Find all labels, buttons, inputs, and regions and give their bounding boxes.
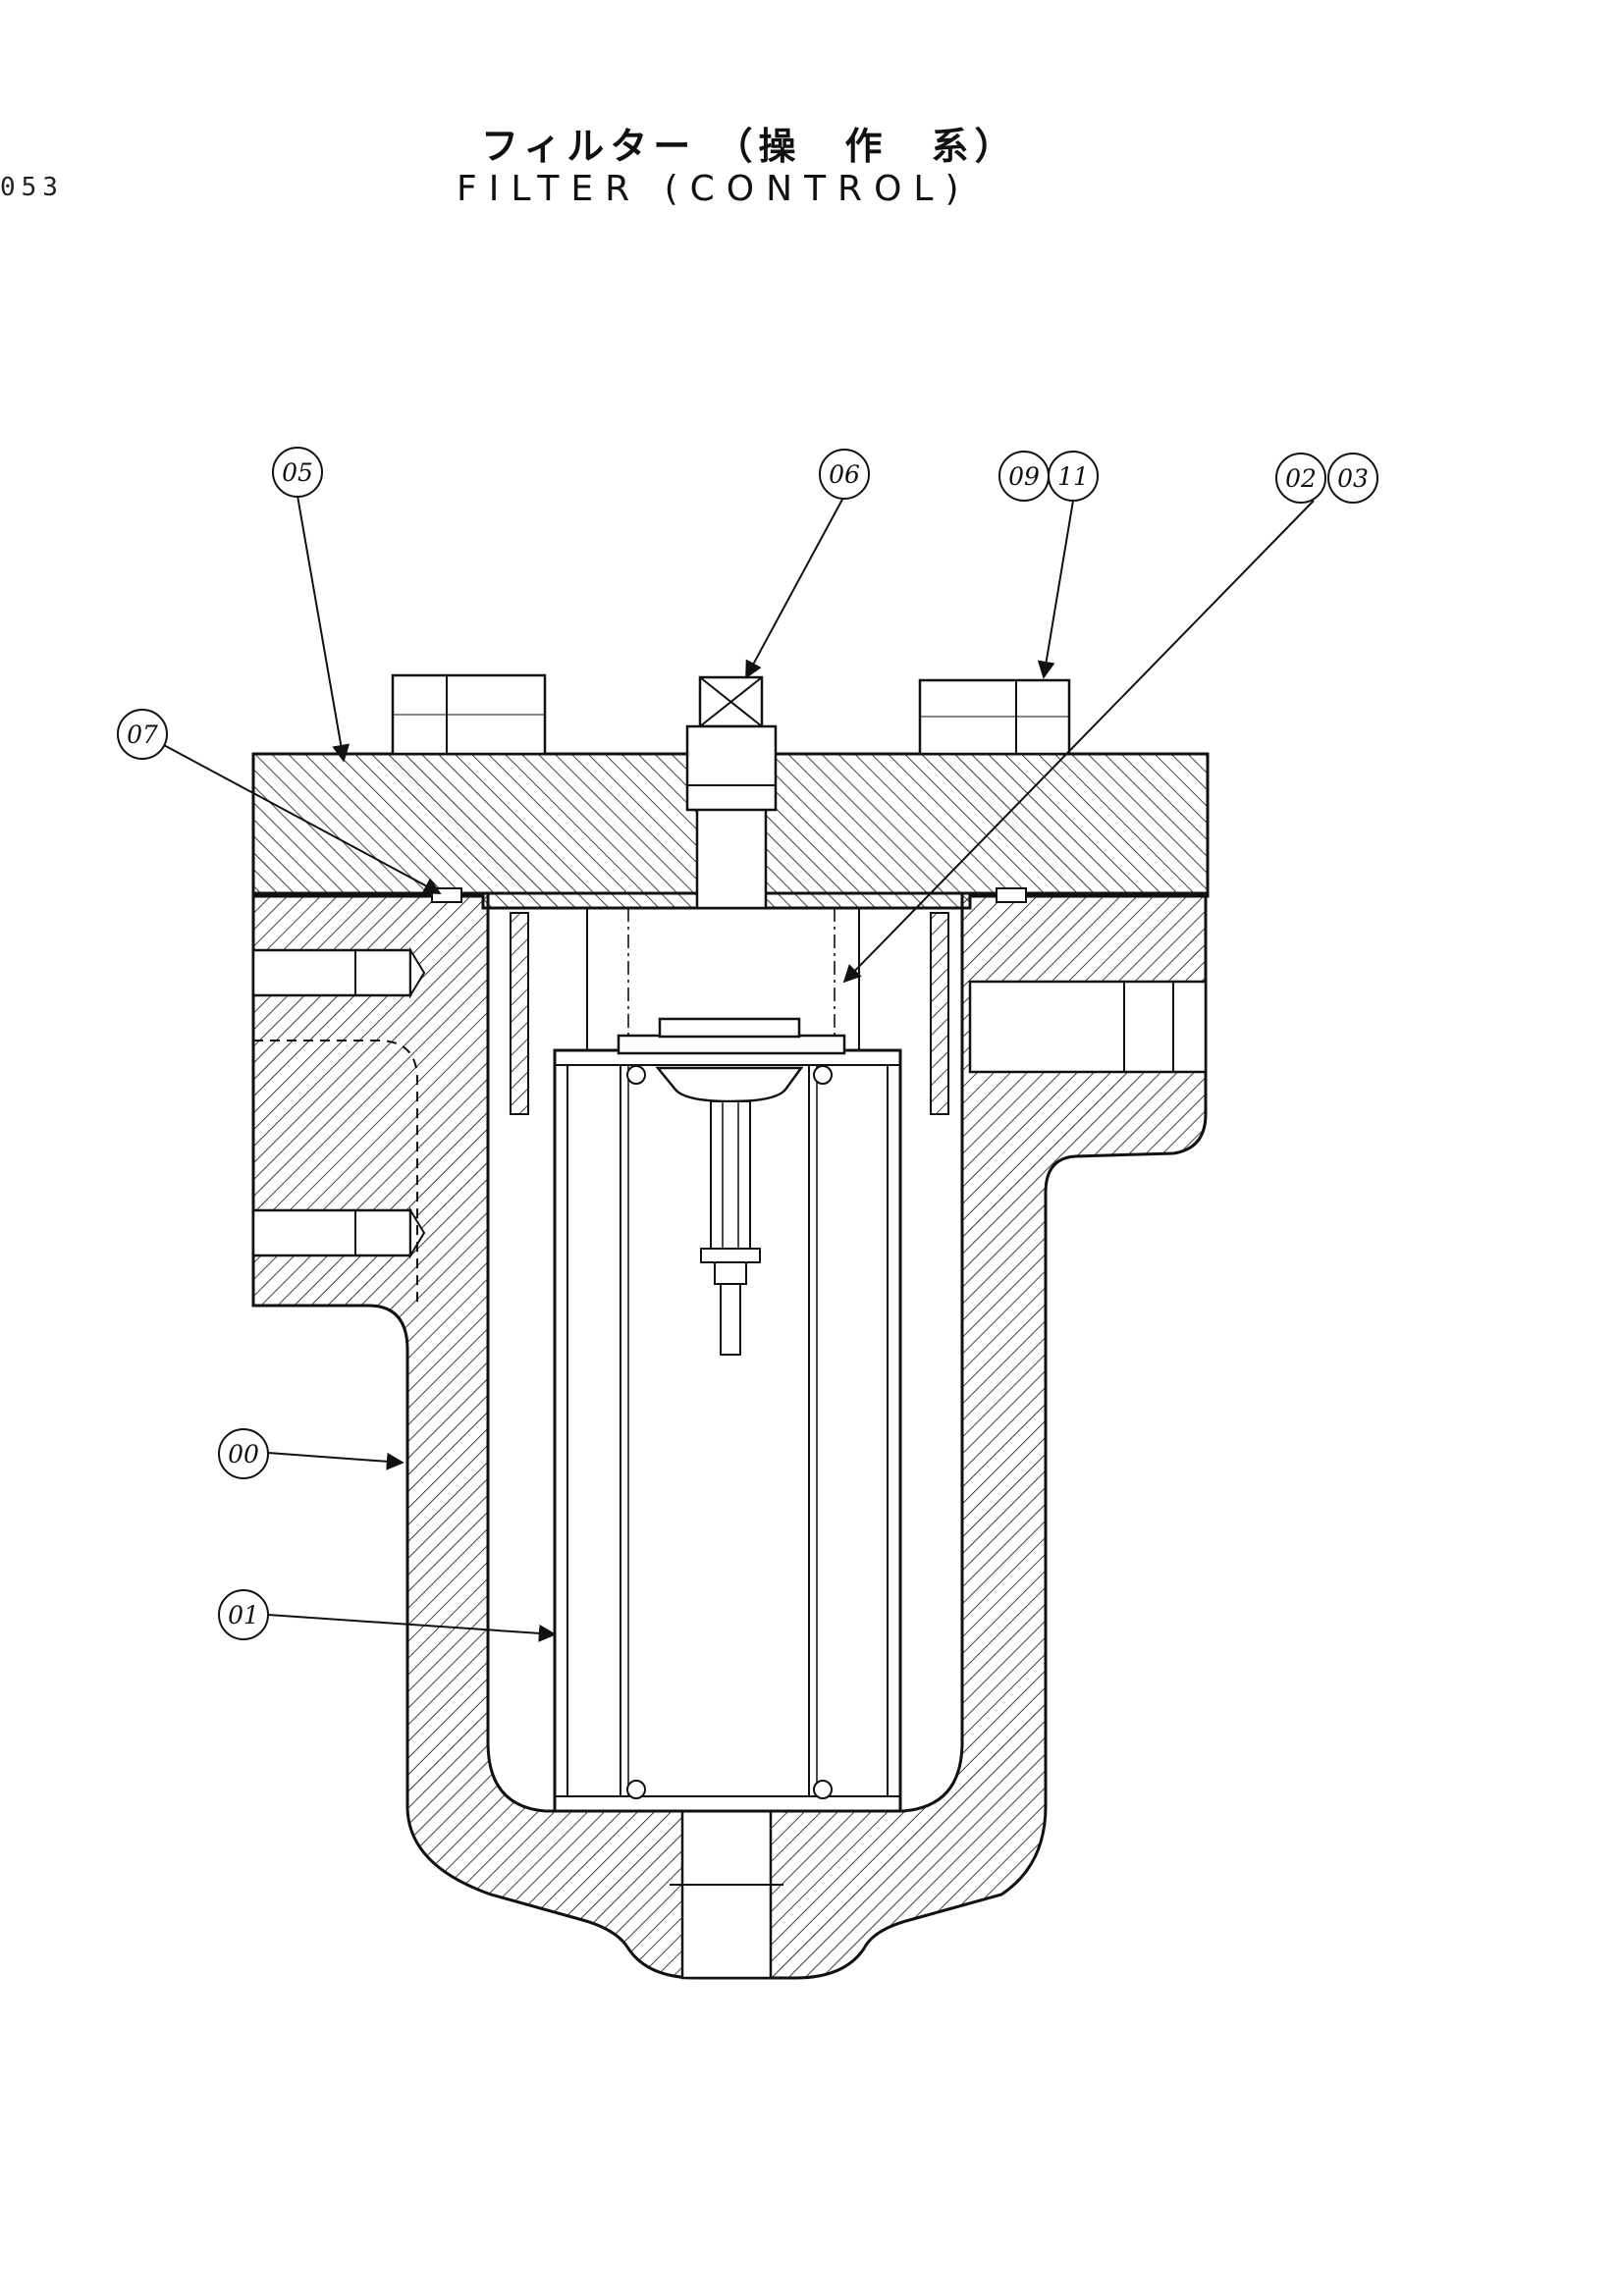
body-casing (251, 891, 1208, 1980)
right-port (968, 980, 1208, 1074)
callout-03: 03 (1327, 453, 1378, 504)
svg-text:03: 03 (1337, 464, 1369, 493)
bottom-drain (680, 1809, 773, 1980)
svg-text:00: 00 (228, 1440, 259, 1468)
page-number: 053 (0, 173, 64, 202)
svg-text:01: 01 (228, 1601, 259, 1629)
svg-text:11: 11 (1057, 462, 1089, 491)
relief-valve (617, 1017, 846, 1356)
callout-11: 11 (1048, 451, 1099, 502)
bolt-right (918, 678, 1071, 756)
guide-sleeve (510, 908, 949, 1115)
leader-lines (161, 495, 1315, 1642)
svg-text:07: 07 (127, 721, 158, 749)
callout-01: 01 (218, 1589, 269, 1640)
svg-text:09: 09 (1008, 462, 1040, 491)
callout-02: 02 (1275, 453, 1326, 504)
callout-05: 05 (272, 447, 323, 498)
callout-09: 09 (998, 451, 1050, 502)
svg-text:05: 05 (282, 458, 313, 487)
callout-06: 06 (819, 449, 870, 500)
callout-07: 07 (117, 709, 168, 760)
title-english: FILTER (CONTROL) (457, 169, 971, 209)
left-lower-port (251, 1208, 412, 1257)
bolt-left (391, 673, 547, 756)
left-upper-port (251, 948, 412, 997)
o-ring-groove-right (996, 887, 1027, 903)
vent-plug (685, 675, 778, 812)
svg-text:02: 02 (1285, 464, 1317, 493)
callout-00: 00 (218, 1428, 269, 1479)
title-japanese: フィルター （操 作 系） (481, 125, 1018, 168)
svg-text:06: 06 (829, 460, 860, 489)
